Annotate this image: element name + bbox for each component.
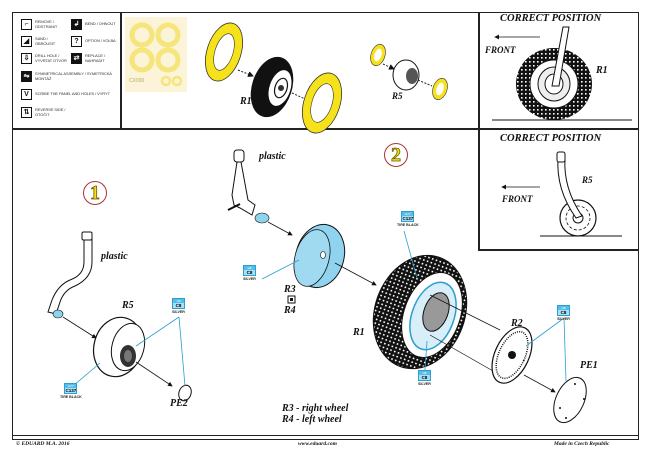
correct-position-title-2: CORRECT POSITION bbox=[500, 133, 602, 144]
part-label-r2: R2 bbox=[511, 318, 523, 329]
remove-icon: ⌐ bbox=[21, 19, 32, 30]
option-icon: ? bbox=[71, 36, 82, 47]
legend-item-option: ? Option / Volba bbox=[71, 36, 117, 47]
mask-sheet-drawing bbox=[129, 22, 183, 87]
correct-position-divider bbox=[478, 12, 480, 250]
instruction-sheet-frame bbox=[12, 12, 639, 440]
sand-icon: ◢ bbox=[21, 36, 32, 47]
mask-ring-small bbox=[160, 75, 172, 87]
part-label-r5-top: R5 bbox=[392, 91, 403, 101]
part-label-r5-cp: R5 bbox=[582, 175, 593, 185]
part-label-pe1: PE1 bbox=[580, 360, 598, 371]
plastic-strut-step2 bbox=[233, 149, 245, 163]
footer-divider bbox=[12, 435, 639, 437]
mask-sheet-code: CX000 bbox=[129, 78, 145, 84]
reverse-icon: ⇅ bbox=[21, 107, 32, 118]
front-label-2: FRONT bbox=[502, 194, 533, 204]
legend-item-drill: ⇩ Drill hole / Vyvrtat otvor bbox=[21, 53, 69, 64]
bend-icon: ↲ bbox=[71, 19, 82, 30]
legend-item-bend: ↲ Bend / Ohnout bbox=[71, 19, 117, 30]
legend-item-remove: ⌐ Remove / Odstranit bbox=[21, 19, 67, 30]
step-number-1: 1 bbox=[83, 181, 107, 205]
tailwheel-strut bbox=[557, 157, 583, 219]
legend-item-symmetrical: ⇋ Symmetrical assembly / Symetrická mont… bbox=[21, 71, 115, 82]
footer-copyright: © EDUARD M.A. 2016 bbox=[16, 441, 70, 447]
legend-divider bbox=[120, 12, 122, 129]
part-label-r1-cp: R1 bbox=[596, 65, 608, 76]
correct-position-r1-drawing bbox=[492, 26, 632, 121]
pe1-disc bbox=[553, 376, 587, 424]
correct-position-title-1: CORRECT POSITION bbox=[500, 13, 602, 24]
step2-drawing bbox=[227, 149, 587, 424]
front-label-1: FRONT bbox=[485, 45, 516, 55]
top-r1-assembly bbox=[204, 22, 343, 134]
scribe-icon: V bbox=[21, 89, 32, 100]
plastic-label-step2: plastic bbox=[259, 151, 286, 162]
step-number-2: 2 bbox=[384, 143, 408, 167]
note-left-wheel: R4 - left wheel bbox=[282, 414, 342, 425]
mask-sheet: CX000 bbox=[125, 17, 187, 92]
legend-item-reverse: ⇅ Reverse side / Otočit bbox=[21, 107, 75, 118]
mask-ring bbox=[155, 47, 181, 73]
correct-position-mid-divider bbox=[478, 128, 639, 130]
legend-item-replace: ⇄ Replace / Nahradit bbox=[71, 53, 117, 64]
plastic-label-step1: plastic bbox=[101, 251, 128, 262]
footer-origin: Made in Czech Republic bbox=[554, 441, 610, 447]
part-label-r1-top: R1 bbox=[240, 96, 252, 107]
mask-ring bbox=[129, 47, 155, 73]
note-right-wheel: R3 - right wheel bbox=[282, 403, 349, 414]
mask-ring bbox=[129, 22, 155, 48]
top-r5-assembly bbox=[370, 44, 448, 100]
axle-stub bbox=[52, 309, 64, 319]
part-label-r1-step2: R1 bbox=[353, 327, 365, 338]
part-label-r3: R3 bbox=[284, 284, 296, 295]
legend-item-sand: ◢ Sand / Obrousit bbox=[21, 36, 67, 47]
legend-item-scribe: V Scribe the panel and holes / Vyryt bbox=[21, 89, 115, 100]
wheel-side-notes: R3 - right wheel R4 - left wheel bbox=[282, 403, 348, 425]
symbol-legend: ⌐ Remove / Odstranit ↲ Bend / Ohnout ◢ S… bbox=[16, 16, 118, 128]
strut-leg bbox=[551, 26, 570, 87]
replace-icon: ⇄ bbox=[71, 53, 82, 64]
correct-position-r5-drawing bbox=[501, 151, 622, 237]
part-label-r4: R4 bbox=[284, 305, 296, 316]
mask-ring bbox=[155, 22, 181, 48]
symmetrical-icon: ⇋ bbox=[21, 71, 32, 82]
pe2-part bbox=[178, 384, 192, 402]
part-label-pe2: PE2 bbox=[170, 398, 188, 409]
correct-position-bottom-divider bbox=[478, 249, 639, 251]
footer-website: www.eduard.com bbox=[298, 441, 337, 447]
part-label-r5-step1: R5 bbox=[122, 300, 134, 311]
step1-drawing bbox=[47, 231, 192, 402]
plastic-strut-step1 bbox=[47, 236, 93, 315]
mask-ring-small bbox=[171, 75, 183, 87]
drill-icon: ⇩ bbox=[21, 53, 32, 64]
